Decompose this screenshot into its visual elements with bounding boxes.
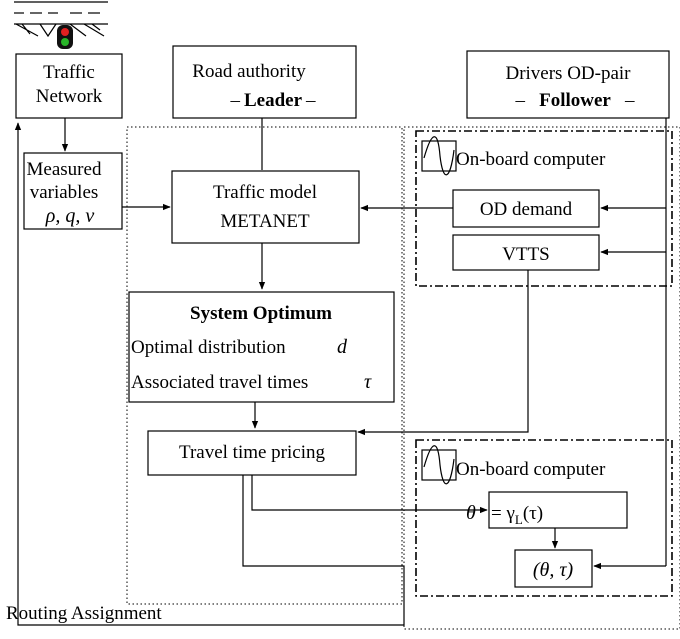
measured-vars: ρ, q, v [45, 205, 95, 227]
follower-region [403, 126, 680, 630]
traffic-model-label: Traffic model [213, 182, 317, 203]
connectors [14, 118, 667, 626]
follower-dash-left: – [515, 90, 526, 111]
associated-travel-times-var: τ [364, 371, 372, 393]
drivers-box: Drivers OD-pair – Follower – [466, 50, 670, 119]
theta-tau-label: (θ, τ) [533, 559, 574, 581]
road-authority-box: Road authority – Leader – [172, 45, 357, 119]
onboard-top-label: On-board computer [456, 149, 606, 170]
travel-time-pricing-box: Travel time pricing [147, 430, 357, 476]
od-demand-label: OD demand [480, 199, 573, 220]
traffic-network-box: Traffic Network [15, 53, 123, 119]
follower-role-label: Follower [539, 90, 611, 111]
traffic-network-label-1: Traffic [43, 62, 95, 83]
onboard-computer-top: On-board computer [421, 136, 606, 176]
vtts-box: VTTS [452, 234, 600, 271]
system-optimum-title: System Optimum [190, 303, 332, 324]
system-optimum-box: System Optimum Optimal distribution d As… [128, 291, 395, 403]
measured-label-1: Measured [27, 159, 102, 180]
gamma-subscript: L [515, 512, 523, 527]
theta-equation-box: θ = γL(τ) [466, 491, 628, 529]
traffic-light-icon [14, 1, 108, 49]
traffic-model-box: Traffic model METANET [171, 170, 360, 244]
gamma-expression: = γL(τ) [491, 503, 543, 527]
theta-tau-box: (θ, τ) [514, 549, 593, 588]
measured-variables-box: Measured variables ρ, q, v [23, 152, 123, 230]
travel-time-pricing-label: Travel time pricing [179, 442, 325, 463]
od-demand-box: OD demand [452, 189, 600, 228]
gamma-eq: = γ [491, 503, 515, 524]
optimal-distribution-label: Optimal distribution [131, 337, 286, 358]
associated-travel-times-label: Associated travel times [131, 372, 308, 393]
gamma-argument: (τ) [523, 503, 543, 524]
measured-label-2: variables [30, 182, 99, 203]
routing-assignment-label: Routing Assignment [6, 603, 162, 624]
theta-symbol: θ [466, 502, 476, 524]
metanet-label: METANET [220, 211, 310, 232]
onboard-computer-bottom: On-board computer [421, 445, 606, 485]
leader-role-label: Leader [244, 90, 303, 111]
onboard-bottom-label: On-board computer [456, 459, 606, 480]
onboard-region-bottom [415, 439, 673, 597]
leader-region [126, 126, 403, 605]
road-authority-label: Road authority [192, 61, 306, 82]
leader-dash-left: – [230, 90, 241, 111]
optimal-distribution-var: d [337, 336, 348, 358]
vtts-label: VTTS [502, 244, 550, 265]
drivers-label: Drivers OD-pair [505, 63, 631, 84]
follower-dash-right: – [624, 90, 635, 111]
traffic-network-label-2: Network [36, 86, 103, 107]
leader-dash-right: – [305, 90, 316, 111]
onboard-region-top [415, 130, 673, 287]
